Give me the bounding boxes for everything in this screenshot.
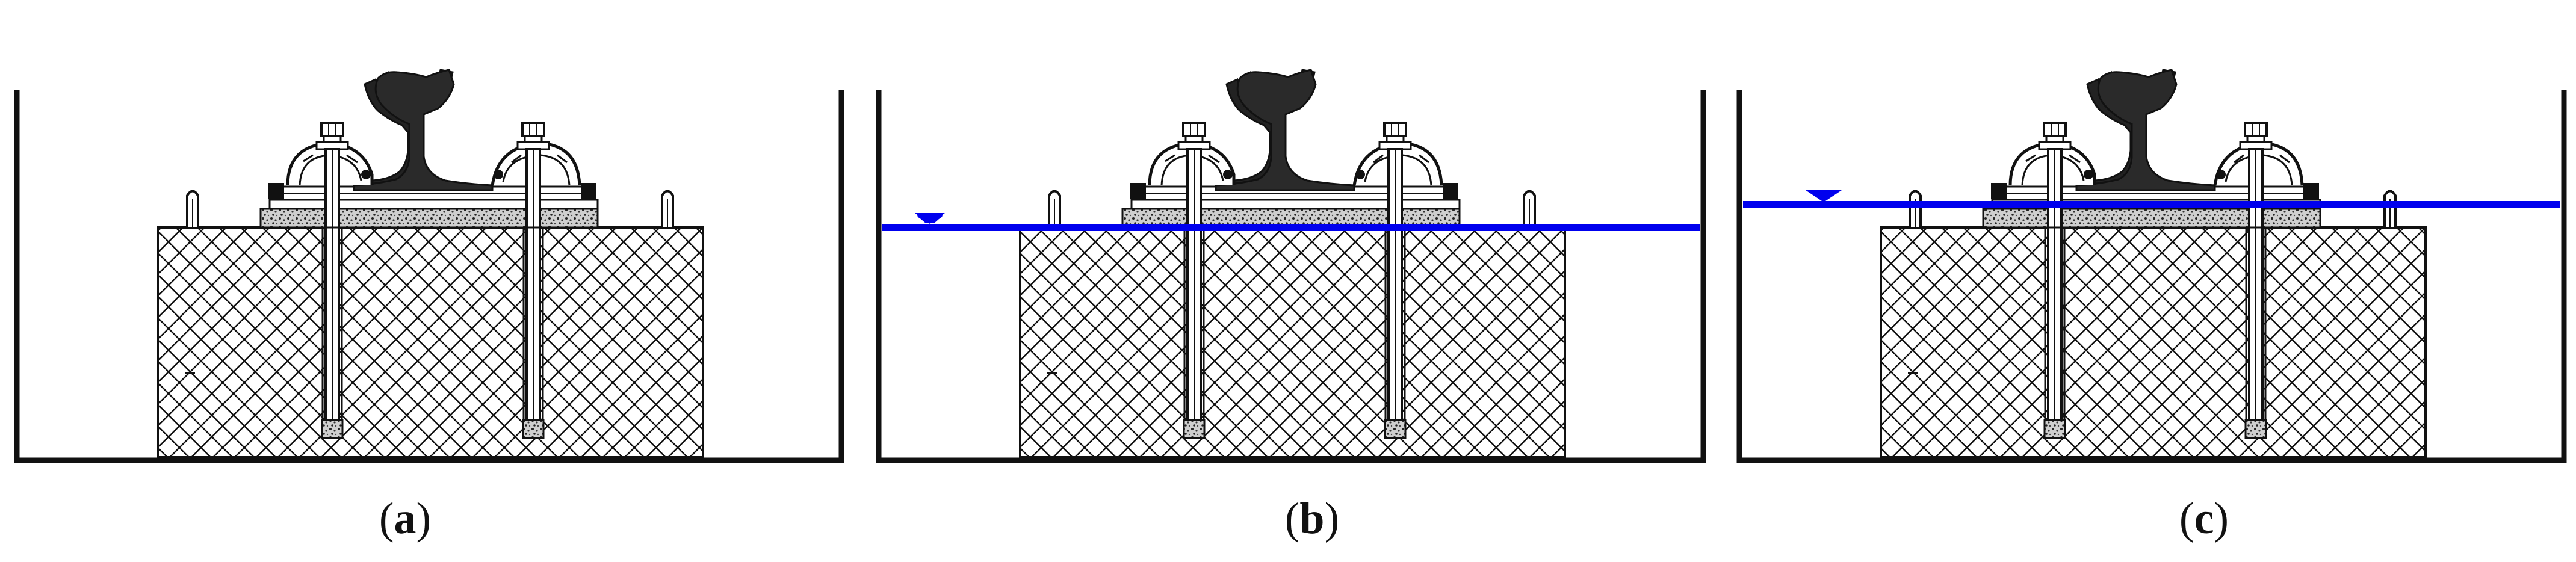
caption-c: (c) [2179, 494, 2229, 543]
panel-b [879, 70, 1703, 460]
rail-fastening-assembly [1739, 70, 2564, 460]
panel-a [17, 70, 841, 460]
caption-a: (a) [379, 494, 432, 543]
caption-b: (b) [1284, 494, 1340, 543]
water-level-marker [915, 213, 945, 224]
panel-c [1739, 70, 2564, 460]
water-level-marker [1806, 190, 1842, 202]
rail-fastening-assembly [17, 70, 841, 460]
rail-fastening-assembly [879, 70, 1703, 460]
